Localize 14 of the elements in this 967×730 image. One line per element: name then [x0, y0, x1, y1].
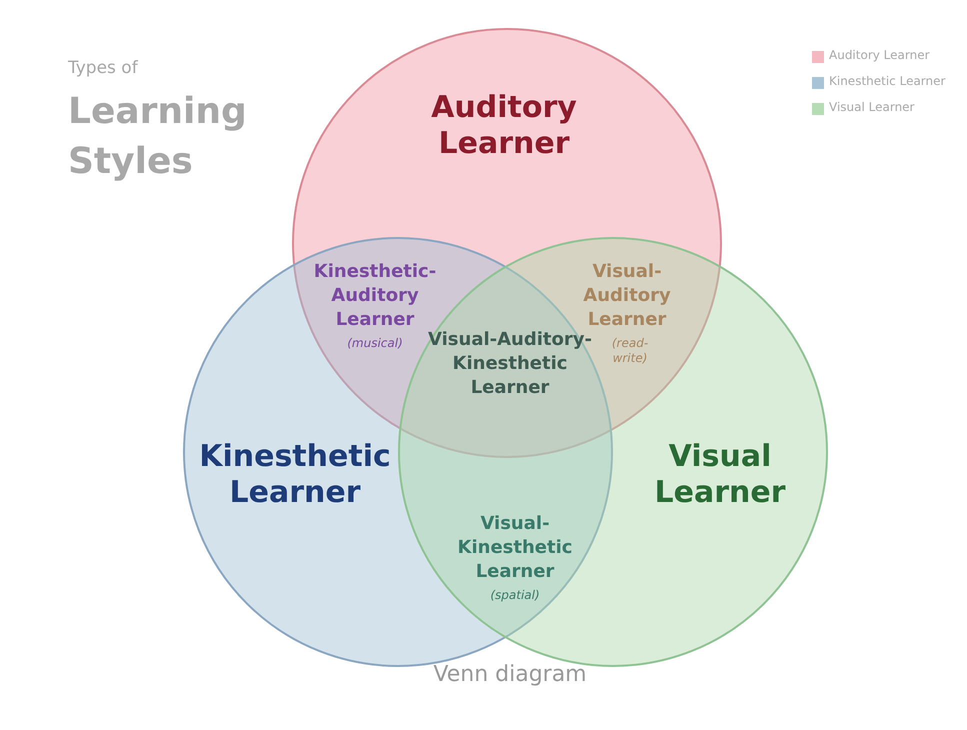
diagram-caption: Venn diagram	[432, 662, 588, 687]
region-label: Visual-Kinesthetic Learner	[456, 512, 574, 584]
diagram-title: Types of Learning Styles	[68, 57, 248, 184]
region-note: (spatial)	[489, 588, 541, 603]
circle-label: Auditory Learner	[430, 90, 578, 162]
legend-text: Visual Learner	[829, 100, 914, 114]
legend-text: Kinesthetic Learner	[829, 74, 946, 88]
region-label: Visual-Auditory Learner	[582, 260, 672, 331]
region-note: (read-write)	[610, 336, 650, 366]
circle-label: Kinesthetic Learner	[198, 439, 392, 511]
region-label: Visual-Auditory-Kinesthetic Learner	[427, 328, 593, 400]
circle-label: Visual Learner	[653, 439, 786, 511]
region-label: Kinesthetic-Auditory Learner	[312, 260, 438, 331]
legend-text: Auditory Learner	[829, 48, 930, 62]
